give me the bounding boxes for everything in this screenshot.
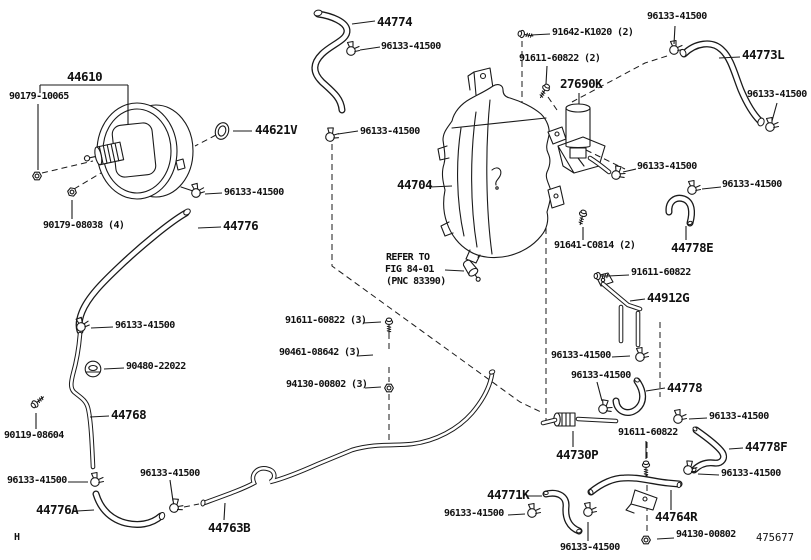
part-label-96133-41500-4: 96133-41500	[747, 89, 807, 100]
part-label-27690K: 27690K	[560, 76, 603, 91]
vacuum-tank-drawing	[438, 68, 566, 263]
part-label-90179-08038: 90179-08038 (4)	[43, 220, 125, 231]
part-label-44730P: 44730P	[556, 447, 599, 462]
hose-clamp-icon	[682, 459, 700, 477]
part-label-44773L: 44773L	[742, 47, 785, 62]
part-label-44768: 44768	[111, 407, 147, 422]
part-label-44778E: 44778E	[671, 240, 714, 255]
part-label-96133-41500-16: 96133-41500	[560, 542, 620, 553]
refer-connector-drawing	[461, 258, 483, 283]
nut-icon	[66, 186, 78, 198]
part-label-96133-41500-6: 96133-41500	[637, 161, 697, 172]
part-label-91611-60822-b: 91611-60822	[618, 427, 678, 438]
part-label-44912G: 44912G	[647, 290, 690, 305]
part-label-96133-41500-13: 96133-41500	[7, 475, 67, 486]
part-label-91611-60822-a: 91611-60822	[631, 267, 691, 278]
part-label-96133-41500-7: 96133-41500	[722, 179, 782, 190]
hose-clamp-icon	[346, 40, 361, 56]
part-label-90461-08642: 90461-08642 (3)	[279, 347, 361, 358]
part-label-44776A: 44776A	[36, 502, 79, 517]
construction-lines	[42, 41, 667, 531]
bolt-icon	[29, 393, 47, 410]
part-label-91611-60822-3x: 91611-60822 (3)	[285, 315, 367, 326]
hose-clamp-icon	[609, 164, 628, 183]
hose-clamp-icon	[765, 116, 780, 132]
part-label-96133-41500-15: 96133-41500	[444, 508, 504, 519]
part-label-94130-00802-3x: 94130-00802 (3)	[286, 379, 368, 390]
tube-bracket-44912g-drawing	[596, 273, 640, 345]
hose-clamp-icon	[324, 126, 341, 143]
grommet-icon	[84, 360, 102, 378]
screw-icon	[576, 208, 589, 227]
bolt-icon	[641, 460, 651, 477]
part-label-44610: 44610	[67, 69, 103, 84]
part-label-96133-41500-9: 96133-41500	[551, 350, 611, 361]
part-label-refer-note-1: REFER TO	[386, 252, 430, 263]
part-label-96133-41500-10: 96133-41500	[571, 370, 631, 381]
vacuum-pump-drawing	[566, 104, 590, 166]
part-label-44704: 44704	[397, 177, 433, 192]
part-label-90119-08604: 90119-08604	[4, 430, 64, 441]
part-label-44621V: 44621V	[255, 122, 298, 137]
part-label-94130-00802: 94130-00802	[676, 529, 736, 540]
hose-clamp-icon	[583, 501, 598, 517]
part-label-96133-41500-11: 96133-41500	[709, 411, 769, 422]
hook-mark	[492, 168, 501, 185]
part-label-96133-41500-1: 96133-41500	[360, 126, 420, 137]
part-label-96133-41500-3: 96133-41500	[647, 11, 707, 22]
part-label-91642-K1020: 91642-K1020 (2)	[552, 27, 634, 38]
pump-bracket-drawing	[558, 137, 609, 173]
hose-clamp-icon	[527, 502, 542, 518]
part-label-96133-41500-5: 96133-41500	[224, 187, 284, 198]
hose-clamp-icon	[673, 408, 688, 424]
brake-booster-drawing	[83, 103, 193, 199]
part-label-90179-10065: 90179-10065	[9, 91, 69, 102]
part-label-96133-41500-12: 96133-41500	[721, 468, 781, 479]
part-label-44774: 44774	[377, 14, 413, 29]
hose-clamp-icon	[635, 346, 650, 362]
nut-icon	[641, 535, 651, 545]
hoses-group	[71, 14, 760, 531]
part-label-corner-code: H	[14, 532, 20, 543]
part-label-96133-41500-8: 96133-41500	[115, 320, 175, 331]
part-label-figure-number: 475677	[756, 532, 794, 544]
pipe-44763b	[204, 374, 492, 503]
hose-44774	[315, 14, 347, 110]
bracket-44764r-drawing	[626, 490, 657, 513]
leader-lines	[36, 21, 777, 541]
part-label-96133-41500-2: 96133-41500	[381, 41, 441, 52]
hose-clamp-icon	[168, 497, 186, 515]
hose-clamp-icon	[596, 398, 615, 417]
grommet-ring-icon	[212, 120, 232, 142]
nut-icon	[32, 171, 42, 181]
part-label-44764R: 44764R	[655, 509, 698, 524]
nut-icon	[384, 383, 394, 393]
part-label-44778: 44778	[667, 380, 703, 395]
hose-clamp-icon	[90, 471, 105, 487]
part-label-44778F: 44778F	[745, 439, 788, 454]
part-label-refer-note-2: FIG 84-01	[385, 264, 434, 275]
part-label-91641-C0814: 91641-C0814 (2)	[554, 240, 636, 251]
hose-clamp-icon	[190, 182, 206, 199]
part-label-90480-22022: 90480-22022	[126, 361, 186, 372]
booster-pushrod	[83, 142, 124, 168]
part-label-refer-note-3: (PNC 83390)	[386, 276, 446, 287]
part-label-91611-60822-2x: 91611-60822 (2)	[519, 53, 601, 64]
part-label-44776: 44776	[223, 218, 259, 233]
hose-clamp-icon	[687, 179, 702, 195]
bolt-icon	[516, 29, 535, 41]
part-label-44763B: 44763B	[208, 520, 251, 535]
bolt-icon	[536, 82, 552, 100]
part-label-44771K: 44771K	[487, 487, 530, 502]
bolt-icon	[384, 317, 394, 334]
tube-44768	[71, 334, 93, 467]
check-valve-44730p-drawing	[543, 413, 616, 426]
part-label-96133-41500-14: 96133-41500	[140, 468, 200, 479]
